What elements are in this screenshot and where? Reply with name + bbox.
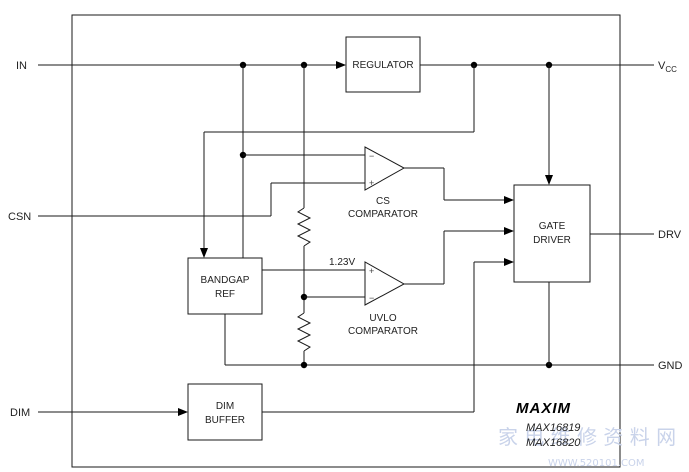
pin-vcc-label: VCC — [658, 60, 677, 74]
gate-uvlo-arrow — [504, 227, 514, 235]
bandgap-ref-block — [187, 257, 263, 315]
regulator-input-arrow — [336, 61, 346, 69]
upper-resistor — [296, 207, 312, 247]
bandgap-input-arrow — [200, 248, 208, 258]
pin-in-label: IN — [16, 60, 27, 72]
uvlo-minus-sign: − — [369, 293, 374, 303]
pin-dim-label: DIM — [10, 407, 30, 419]
watermark-text: 家 电 维 修 资 料 网 — [498, 425, 676, 449]
uvlo-comparator-symbol — [364, 261, 406, 306]
part-number-1: MAX16819 — [526, 422, 580, 434]
vref-label: 1.23V — [329, 257, 355, 268]
bandgap-label-1: BANDGAP — [201, 275, 250, 286]
gate-driver-label-2: DRIVER — [533, 235, 571, 246]
pin-drv-label: DRV — [658, 229, 682, 241]
ic-boundary — [71, 14, 621, 468]
watermark-url: WWW.520101.COM — [548, 458, 645, 469]
cs-comparator-label-2: COMPARATOR — [348, 209, 418, 220]
regulator-block — [345, 36, 421, 93]
gnd-junction-1 — [300, 361, 308, 369]
pin-csn-label: CSN — [8, 211, 31, 223]
dim-buffer-label-2: BUFFER — [205, 415, 245, 426]
uvlo-plus-sign: + — [369, 266, 374, 276]
cs-plus-sign: + — [369, 178, 374, 188]
gate-driver-label-1: GATE — [539, 221, 566, 232]
pin-gnd-label: GND — [658, 360, 683, 372]
dim-buffer-block — [187, 383, 263, 441]
uvlo-comparator-label-2: COMPARATOR — [348, 326, 418, 337]
uvlo-comparator-label-1: UVLO — [369, 313, 396, 324]
gate-driver-vcc-arrow — [545, 175, 553, 185]
dim-buffer-label-1: DIM — [216, 401, 234, 412]
bandgap-label-2: REF — [215, 289, 235, 300]
dim-buffer-arrow — [178, 408, 188, 416]
maxim-logo: MAXIM — [516, 400, 571, 417]
gate-driver-block — [513, 184, 591, 283]
part-number-2: MAX16820 — [526, 437, 581, 449]
cs-comparator-symbol — [364, 146, 406, 191]
gate-dim-arrow — [504, 258, 514, 266]
cs-minus-sign: − — [369, 151, 374, 161]
lower-resistor — [296, 312, 312, 352]
regulator-label: REGULATOR — [352, 60, 413, 71]
gate-cs-arrow — [504, 196, 514, 204]
cs-comparator-label-1: CS — [376, 196, 390, 207]
